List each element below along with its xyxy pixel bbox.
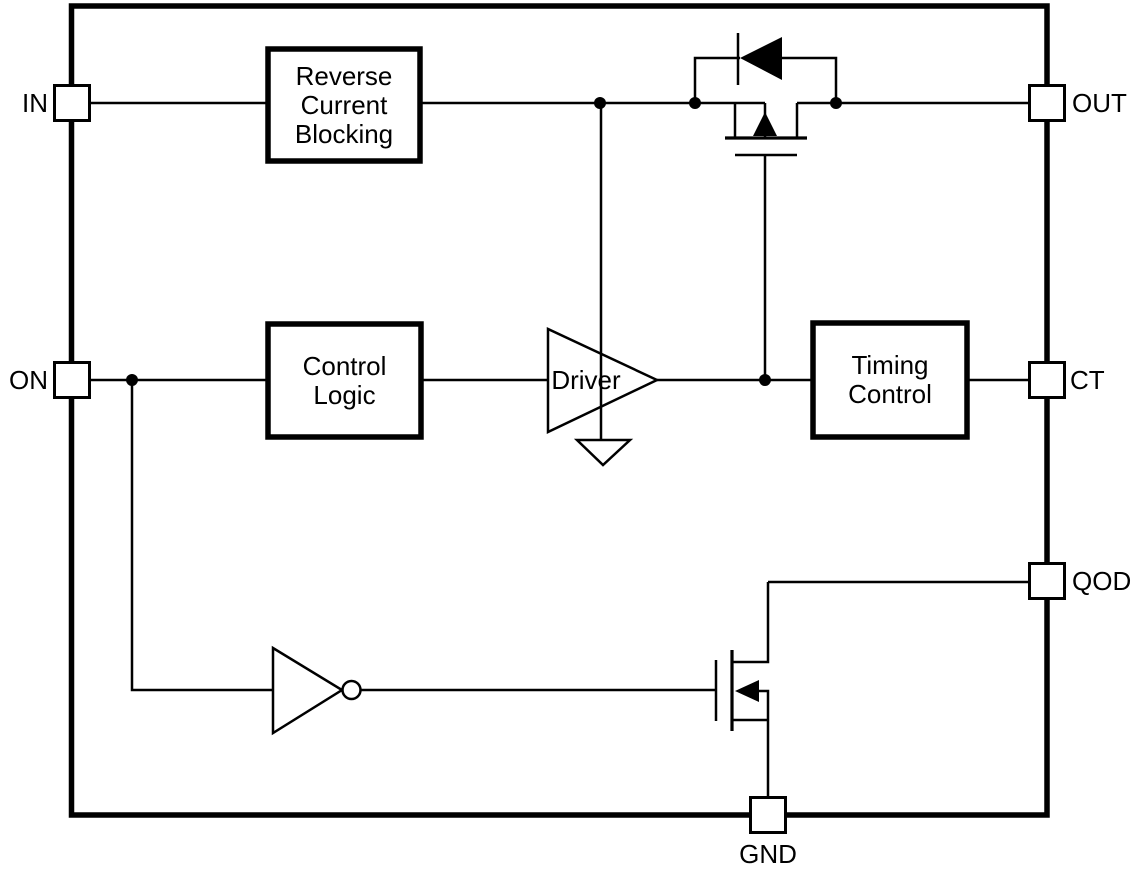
inverter-bubble	[341, 679, 362, 701]
block-label-line: Timing	[851, 350, 929, 380]
junction-dots	[126, 97, 842, 386]
block-label-timing-control: Timing Control	[813, 323, 967, 437]
ground-symbol	[573, 438, 634, 467]
junction-dot	[759, 374, 771, 386]
qod-fet-body-line	[757, 689, 770, 797]
junction-dot	[126, 374, 138, 386]
wires	[90, 101, 1029, 692]
pin-square-qod	[1028, 562, 1066, 600]
block-label-line: Control	[302, 350, 387, 381]
pass-fet-body-arrow	[753, 112, 777, 136]
block-reverse-current-blocking	[265, 46, 423, 164]
pin-label-out: OUT	[1072, 88, 1127, 118]
qod-fet-symbol	[714, 582, 770, 797]
pass-fet-symbol	[725, 103, 807, 380]
block-label-control-logic: Control Logic	[268, 324, 421, 437]
qod-fet-body-arrow	[735, 680, 759, 702]
block-label-line: Current	[300, 89, 388, 120]
wire-on-branch-to-inverter	[130, 380, 273, 692]
block-label-line: Control	[848, 379, 932, 409]
ground-triangle	[573, 438, 634, 467]
block-label-line: Reverse	[295, 60, 393, 91]
pin-square-gnd	[749, 796, 787, 834]
pin-square-on	[53, 361, 91, 399]
pin-label-ct: CT	[1070, 365, 1105, 395]
pin-label-on: ON	[9, 365, 48, 395]
block-label-line: Blocking	[294, 118, 394, 149]
pin-square-out	[1028, 84, 1066, 122]
pin-label-qod: QOD	[1072, 566, 1132, 596]
qod-fet-drain-stub	[732, 582, 770, 664]
block-label-reverse-current-blocking: Reverse Current Blocking	[268, 49, 420, 161]
pin-label-gnd: GND	[739, 839, 797, 869]
pin-square-ct	[1028, 361, 1066, 399]
pin-label-in: IN	[22, 88, 48, 118]
pin-squares	[53, 84, 1066, 834]
block-label-line: Logic	[313, 379, 376, 410]
diode-branch-wire	[693, 56, 838, 103]
block-control-logic	[265, 321, 424, 440]
junction-dot	[830, 97, 842, 109]
body-diode-symbol	[693, 33, 838, 103]
block-label-driver: Driver	[551, 365, 621, 395]
diode-arrow	[740, 37, 782, 80]
pin-square-in	[53, 84, 91, 122]
junction-dot	[594, 97, 606, 109]
junction-dot	[689, 97, 701, 109]
